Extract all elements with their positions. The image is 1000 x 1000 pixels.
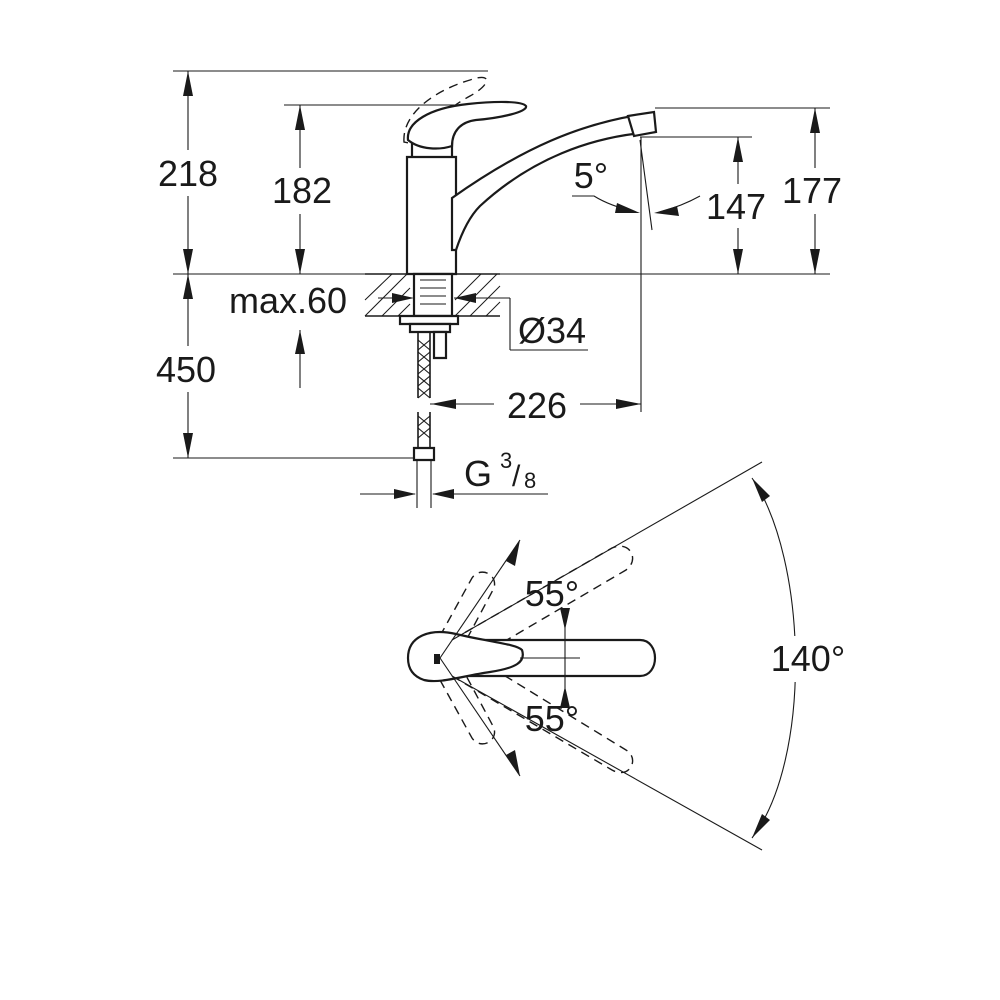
supply-hose [412,332,436,508]
label-147: 147 [706,186,766,227]
dimension-spout-swivel [451,461,856,851]
dimension-226 [430,384,641,428]
dimension-450 [150,274,226,458]
fixing-assembly [398,272,460,360]
label-thread-base: G [464,453,492,494]
label-5-degrees: 5° [574,155,608,196]
dimension-147 [700,137,776,274]
dimension-218 [150,71,226,274]
handle-rotated-right [439,667,496,745]
label-218: 218 [158,153,218,194]
handle-indicator-mark [434,654,440,664]
label-55-down: 55° [525,698,579,739]
faucet-body-side [403,76,658,276]
spout-aerator [626,110,658,138]
top-view: 55° 55° 140° [406,461,856,851]
handle-rotated-left [439,571,496,649]
label-thread-denominator: 8 [524,468,536,493]
spout-swivel-right-outline [451,651,634,774]
dimension-spout-angle [572,139,701,231]
lever-handle [406,100,528,150]
label-182: 182 [272,170,332,211]
faucet-column [405,155,458,276]
side-view: 218 182 177 147 [150,70,852,508]
dimension-handle-down [439,657,570,777]
label-226: 226 [507,385,567,426]
spout-arm [450,111,656,252]
hose-nut [412,446,436,462]
label-thread-numerator: 3 [500,448,512,473]
label-thread-slash: / [512,460,521,493]
label-450: 450 [156,349,216,390]
handle-top [406,630,524,683]
dimension-max60 [295,293,414,388]
dimension-182 [264,105,338,274]
dimension-thread [360,489,548,499]
dimension-177 [776,108,852,274]
handle-raised-outline [403,76,488,147]
label-diameter-34: Ø34 [518,310,586,351]
dimension-handle-up [439,539,570,659]
label-max60: max.60 [229,280,347,321]
dimension-diameter [454,293,588,351]
fixing-plate [398,314,460,326]
label-177: 177 [782,170,842,211]
label-140-degrees: 140° [771,638,845,679]
